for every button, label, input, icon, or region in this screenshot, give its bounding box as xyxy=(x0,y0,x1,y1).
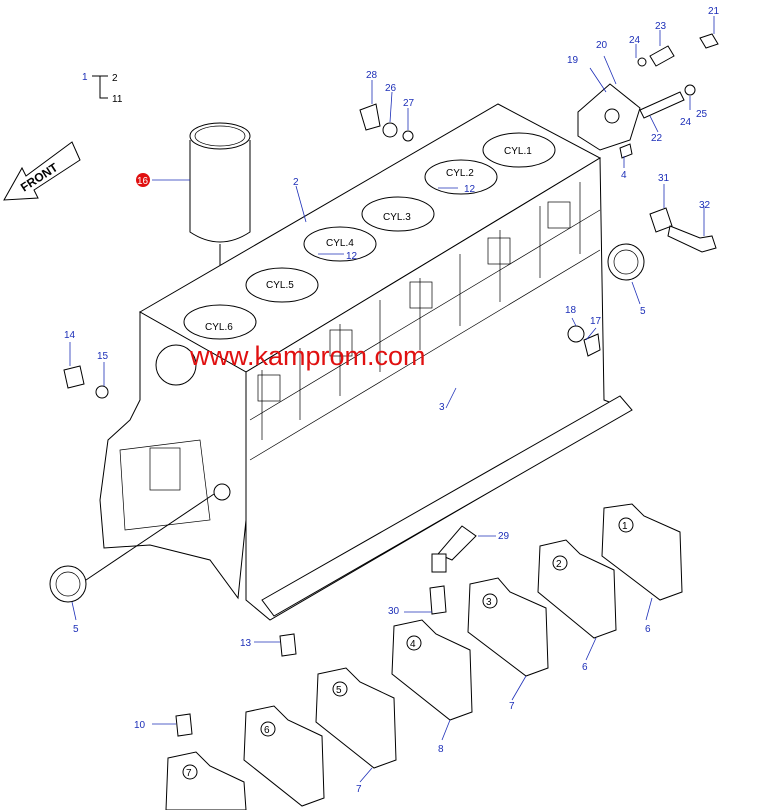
legend-child-1: 2 xyxy=(112,73,118,84)
callout-30: 30 xyxy=(388,606,400,617)
cap-number-5: 5 xyxy=(336,685,342,696)
callout-10: 10 xyxy=(134,720,146,731)
cylinder-labels: CYL.1 CYL.2 CYL.3 CYL.4 CYL.5 CYL.6 xyxy=(205,146,532,333)
callout-5-right: 5 xyxy=(640,306,646,317)
cyl-label-4: CYL.4 xyxy=(326,238,354,249)
callout-6-b: 6 xyxy=(582,662,588,673)
cap-number-3: 3 xyxy=(486,597,492,608)
cap-number-6: 6 xyxy=(264,725,270,736)
callout-6-a: 6 xyxy=(645,624,651,635)
callout-20: 20 xyxy=(596,40,608,51)
callout-24-b: 24 xyxy=(680,117,692,128)
callout-3: 3 xyxy=(439,402,445,413)
cap-number-7: 7 xyxy=(186,768,192,779)
cyl-label-6: CYL.6 xyxy=(205,322,233,333)
cyl-label-2: CYL.2 xyxy=(446,168,474,179)
callout-18: 18 xyxy=(565,305,577,316)
callout-15: 15 xyxy=(97,351,109,362)
legend: 1 2 11 xyxy=(82,72,123,105)
callout-19: 19 xyxy=(567,55,579,66)
legend-child-2: 11 xyxy=(112,94,123,105)
callout-31: 31 xyxy=(658,173,670,184)
callout-7-b: 7 xyxy=(356,784,362,795)
small-parts xyxy=(49,33,719,737)
cap-number-2: 2 xyxy=(556,559,562,570)
callout-26: 26 xyxy=(385,83,397,94)
callout-22: 22 xyxy=(651,133,663,144)
callout-27: 27 xyxy=(403,98,415,109)
callout-13: 13 xyxy=(240,638,252,649)
cylinder-liner xyxy=(189,122,251,312)
callout-12-a: 12 xyxy=(464,184,476,195)
cyl-label-1: CYL.1 xyxy=(504,146,532,157)
callouts: 16 2 3 4 5 5 6 6 7 7 8 10 12 12 13 14 15… xyxy=(64,6,720,795)
callout-28: 28 xyxy=(366,70,378,81)
cap-number-4: 4 xyxy=(410,639,416,650)
callout-17: 17 xyxy=(590,316,602,327)
callout-7-a: 7 xyxy=(509,701,515,712)
callout-29: 29 xyxy=(498,531,510,542)
callout-2: 2 xyxy=(293,177,299,188)
leader-lines xyxy=(69,16,715,783)
engine-block xyxy=(99,103,633,621)
callout-23: 23 xyxy=(655,21,667,32)
callout-4: 4 xyxy=(621,170,627,181)
callout-14: 14 xyxy=(64,330,76,341)
callout-5-left: 5 xyxy=(73,624,79,635)
callout-32: 32 xyxy=(699,200,711,211)
callout-21: 21 xyxy=(708,6,720,17)
cyl-label-5: CYL.5 xyxy=(266,280,294,291)
watermark-text: www.kamprom.com xyxy=(189,341,426,371)
callout-8: 8 xyxy=(438,744,444,755)
callout-24-a: 24 xyxy=(629,35,641,46)
highlight-marker xyxy=(136,173,150,187)
cap-number-1: 1 xyxy=(622,521,628,532)
cyl-label-3: CYL.3 xyxy=(383,212,411,223)
bearing-caps: 1 2 3 4 5 6 7 xyxy=(165,503,683,810)
callout-16: 16 xyxy=(137,176,149,187)
callout-12-b: 12 xyxy=(346,251,358,262)
front-arrow: FRONT xyxy=(3,141,81,201)
legend-parent: 1 xyxy=(82,72,88,83)
callout-25: 25 xyxy=(696,109,708,120)
